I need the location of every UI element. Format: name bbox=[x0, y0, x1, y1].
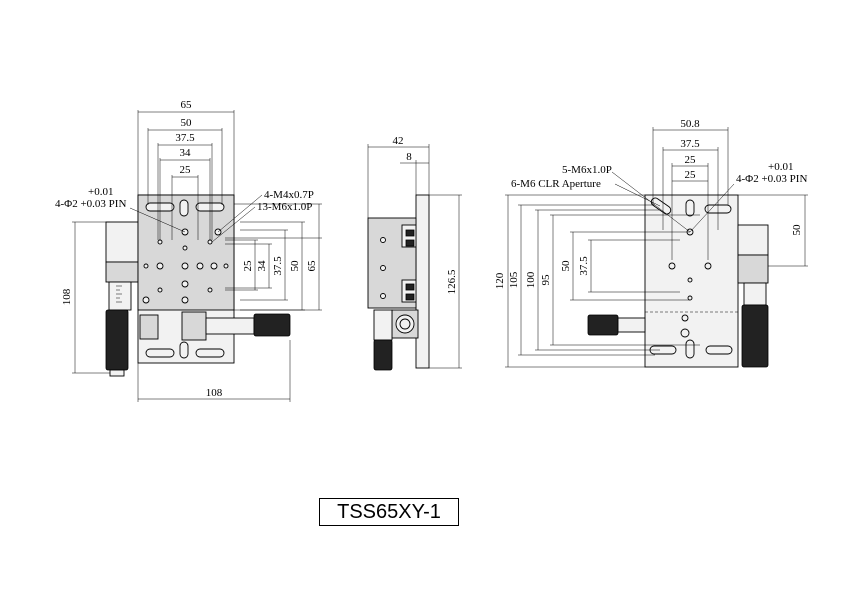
back-tap-leader bbox=[611, 171, 691, 233]
micrometer-barrel-right bbox=[205, 317, 255, 335]
dim-top-34: 34 bbox=[180, 147, 192, 159]
side-holes bbox=[380, 237, 386, 299]
pin-note-left: 4-Φ2 +0.03 PIN bbox=[55, 198, 126, 210]
dim-bottom-108: 108 bbox=[206, 387, 223, 399]
side-plate bbox=[415, 194, 430, 369]
back-thimble-left bbox=[587, 314, 619, 336]
side-view: 42 8 126.5 bbox=[367, 135, 462, 371]
dim-right-34: 34 bbox=[256, 260, 268, 272]
dim-back-50-8: 50.8 bbox=[680, 118, 700, 130]
pin-tolerance-left: +0.01 bbox=[88, 186, 113, 198]
side-dimensions bbox=[367, 144, 462, 369]
dim-right-50: 50 bbox=[289, 260, 301, 272]
top-slot bbox=[179, 199, 189, 217]
dim-back-100: 100 bbox=[525, 271, 537, 288]
dim-back-37-5-left: 37.5 bbox=[578, 256, 590, 276]
back-pin-leader bbox=[689, 183, 735, 233]
dim-side-126-5: 126.5 bbox=[446, 269, 458, 294]
dim-top-25: 25 bbox=[180, 164, 192, 176]
back-barrel bbox=[743, 282, 767, 306]
bottom-slot bbox=[179, 341, 189, 359]
tap-note-m4: 4-M4x0.7P bbox=[264, 189, 314, 201]
back-slot bbox=[685, 199, 695, 217]
dim-side-8: 8 bbox=[406, 151, 412, 163]
dim-back-25-b: 25 bbox=[685, 169, 697, 181]
model-label: TSS65XY-1 bbox=[319, 498, 459, 526]
back-knob-body bbox=[737, 254, 769, 284]
back-mount-block bbox=[737, 224, 769, 256]
top-view: 65 50 37.5 34 25 25 34 37.5 50 65 bbox=[55, 99, 322, 402]
back-pin-note: 4-Φ2 +0.03 PIN bbox=[736, 173, 807, 185]
lower-bracket bbox=[139, 314, 159, 340]
dim-side-42: 42 bbox=[393, 135, 404, 147]
back-view: 50.8 37.5 25 25 5-M6x1.0P 6-M6 CLR Apert… bbox=[494, 118, 808, 368]
micrometer-scale-left bbox=[116, 285, 122, 303]
back-slot bbox=[705, 345, 733, 355]
back-tap-note: 5-M6x1.0P bbox=[562, 164, 612, 176]
tap-note-m6: 13-M6x1.0P bbox=[257, 201, 312, 213]
dim-back-95: 95 bbox=[540, 274, 552, 286]
dim-top-37-5: 37.5 bbox=[175, 132, 195, 144]
pin-leader-left bbox=[129, 207, 186, 233]
dim-right-65: 65 bbox=[306, 260, 318, 272]
side-barrel bbox=[373, 309, 393, 341]
micrometer-thimble bbox=[105, 309, 129, 371]
back-dimensions bbox=[505, 127, 808, 368]
dim-back-105: 105 bbox=[508, 271, 520, 288]
dim-right-25: 25 bbox=[242, 260, 254, 272]
back-thimble bbox=[741, 304, 769, 368]
back-slot bbox=[685, 339, 695, 359]
dim-right-37-5: 37.5 bbox=[272, 256, 284, 276]
dim-back-25-a: 25 bbox=[685, 154, 697, 166]
back-aperture-note: 6-M6 CLR Aperture bbox=[511, 178, 601, 190]
side-thimble bbox=[373, 339, 393, 371]
outer-dimensions bbox=[72, 221, 291, 402]
tap-leader bbox=[211, 206, 256, 243]
back-aperture-leader bbox=[614, 183, 661, 207]
micrometer-cap bbox=[109, 369, 125, 377]
dim-back-50: 50 bbox=[560, 260, 572, 272]
micrometer-thimble-right bbox=[253, 313, 291, 337]
tap-leader bbox=[217, 194, 263, 233]
bottom-slot bbox=[195, 348, 225, 358]
left-mount-block bbox=[105, 221, 139, 263]
back-slot bbox=[650, 197, 672, 215]
bottom-slot bbox=[145, 348, 175, 358]
dim-top-50: 50 bbox=[181, 117, 193, 129]
back-pin-tolerance: +0.01 bbox=[768, 161, 793, 173]
back-barrel-left bbox=[617, 317, 646, 333]
dim-left-108: 108 bbox=[61, 288, 73, 305]
lower-bracket bbox=[181, 311, 207, 341]
dim-back-37-5: 37.5 bbox=[680, 138, 700, 150]
right-dimensions bbox=[225, 203, 322, 311]
left-knob-body bbox=[105, 261, 139, 283]
dim-back-right-50: 50 bbox=[791, 224, 803, 236]
top-dimensions bbox=[137, 110, 235, 240]
dim-top-65: 65 bbox=[181, 99, 193, 111]
back-holes bbox=[668, 228, 712, 338]
dim-back-120: 120 bbox=[494, 272, 506, 289]
